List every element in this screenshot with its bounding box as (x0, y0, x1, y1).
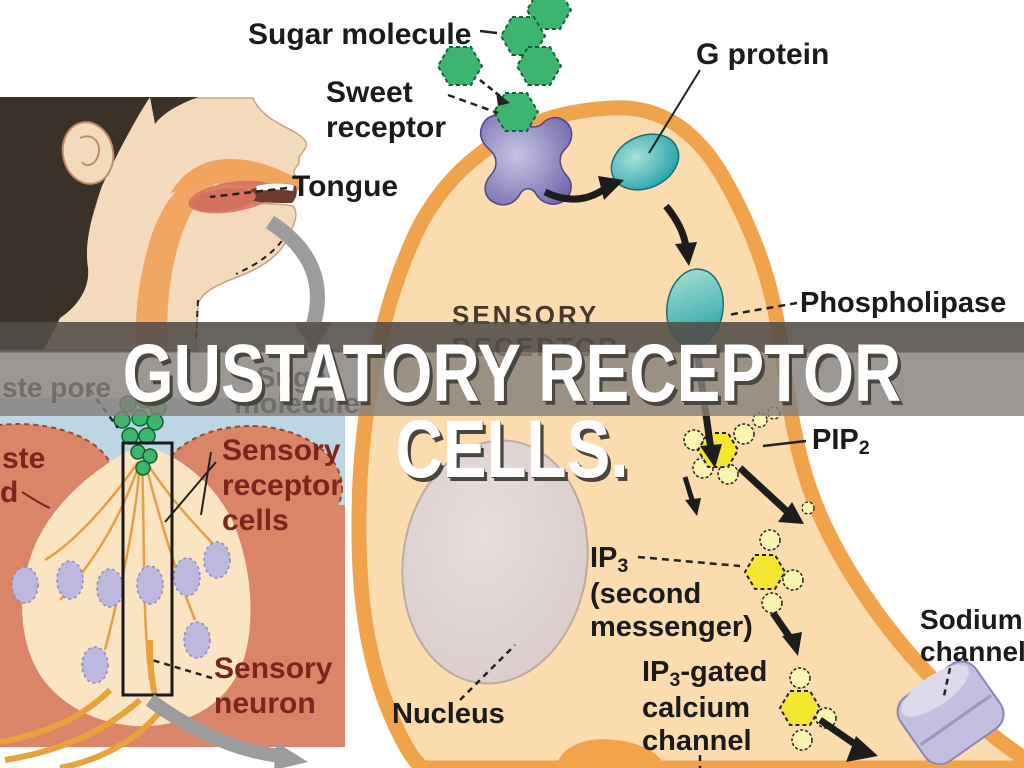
ip3-gated-line1: IP3-gated (642, 656, 768, 691)
ear (61, 121, 115, 185)
g-protein-icon (610, 133, 680, 191)
mouth (192, 182, 297, 212)
slide-title: GUSTATORY RECEPTOR CELLS. (122, 328, 902, 495)
sensory-receptor-cell (209, 0, 1024, 768)
head-illustration (0, 97, 307, 351)
ip3-line3: messenger) (590, 611, 753, 644)
nucleus-label: Nucleus (392, 698, 505, 730)
label-pointer-lines (209, 29, 952, 768)
sensory-neuron-line2: neuron (214, 686, 316, 720)
sensory-neuron-fibers (0, 639, 168, 768)
ip3-line2: (second (590, 577, 702, 610)
g-protein-label: G protein (696, 38, 830, 71)
taste-bud-label-fragment-2: d (0, 476, 19, 509)
sweet-receptor-line2: receptor (326, 110, 447, 144)
chin-contour-dashes (195, 231, 289, 339)
ip3-label: IP3 (second messenger) (590, 542, 753, 645)
sodium-channel-line2: channel (920, 636, 1024, 668)
ip3-molecule-icon (743, 501, 815, 614)
throat-highlight-lower (135, 166, 218, 350)
hair-top-tuft (150, 97, 198, 124)
phospholipase-label: Phospholipase (800, 287, 1007, 319)
tongue-label: Tongue (292, 170, 399, 203)
sensory-neuron-label: Sensory neuron (214, 652, 332, 722)
ip3-line1: IP3 (590, 542, 629, 577)
sensory-receptor-cells-label: Sensory receptor cells (222, 434, 342, 538)
sensory-neuron-line1: Sensory (214, 652, 333, 685)
sensory-receptor-cells-line3: cells (222, 503, 289, 537)
title-banner: GUSTATORY RECEPTOR CELLS. (0, 322, 1024, 491)
sweet-receptor-icon (479, 114, 573, 206)
sugar-molecule-label: Sugar molecule (248, 18, 472, 51)
ip3-gated-line2: calcium (642, 691, 750, 724)
ip3-gated-channel-label: IP3-gated calcium channel (642, 656, 767, 759)
sensory-receptor-cells-line2: receptor (222, 468, 343, 502)
taste-bud-label-fragment-1: ste (2, 442, 46, 475)
sugar-binding-arrow (479, 79, 510, 106)
sodium-channel-label: Sodium channel (920, 604, 1024, 669)
pip2-label: PIP2 (812, 424, 870, 459)
sweet-receptor-line1: Sweet (326, 76, 413, 109)
magnified-region-outline (121, 441, 174, 697)
ip3-gated-molecule-icon (778, 667, 837, 751)
organelle-blob (556, 739, 665, 768)
signal-arrowheads (598, 176, 878, 762)
sodium-channel-line1: Sodium (920, 604, 1023, 635)
ip3-gated-line3: channel (642, 725, 752, 758)
receptor-cell-nuclei (11, 541, 231, 684)
taste-bud-inset (0, 389, 345, 768)
sweet-receptor-label: Sweet receptor (326, 76, 446, 146)
inset-to-cell-arrow (145, 694, 308, 768)
sodium-channel-icon (896, 660, 1005, 766)
sensory-receptor-cells-line1: Sensory (222, 434, 341, 467)
sugar-molecule-icons (436, 0, 573, 132)
